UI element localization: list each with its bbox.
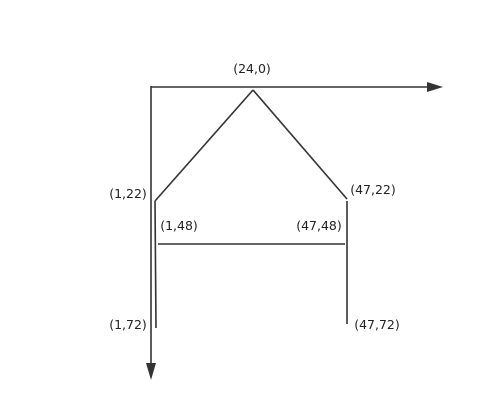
label-right-beam: (47,48) <box>296 218 342 233</box>
roof-right-edge <box>252 89 348 200</box>
label-right-roof: (47,22) <box>350 182 396 197</box>
label-apex: (24,0) <box>233 61 271 76</box>
label-right-base: (47,72) <box>354 317 400 332</box>
label-left-beam: (1,48) <box>160 218 198 233</box>
roof-left-edge <box>154 89 254 202</box>
label-left-roof: (1,22) <box>109 186 147 201</box>
x-axis-arrowhead <box>427 82 443 92</box>
left-wall <box>154 200 157 329</box>
y-axis-arrowhead <box>146 363 156 380</box>
label-left-base: (1,72) <box>109 317 147 332</box>
